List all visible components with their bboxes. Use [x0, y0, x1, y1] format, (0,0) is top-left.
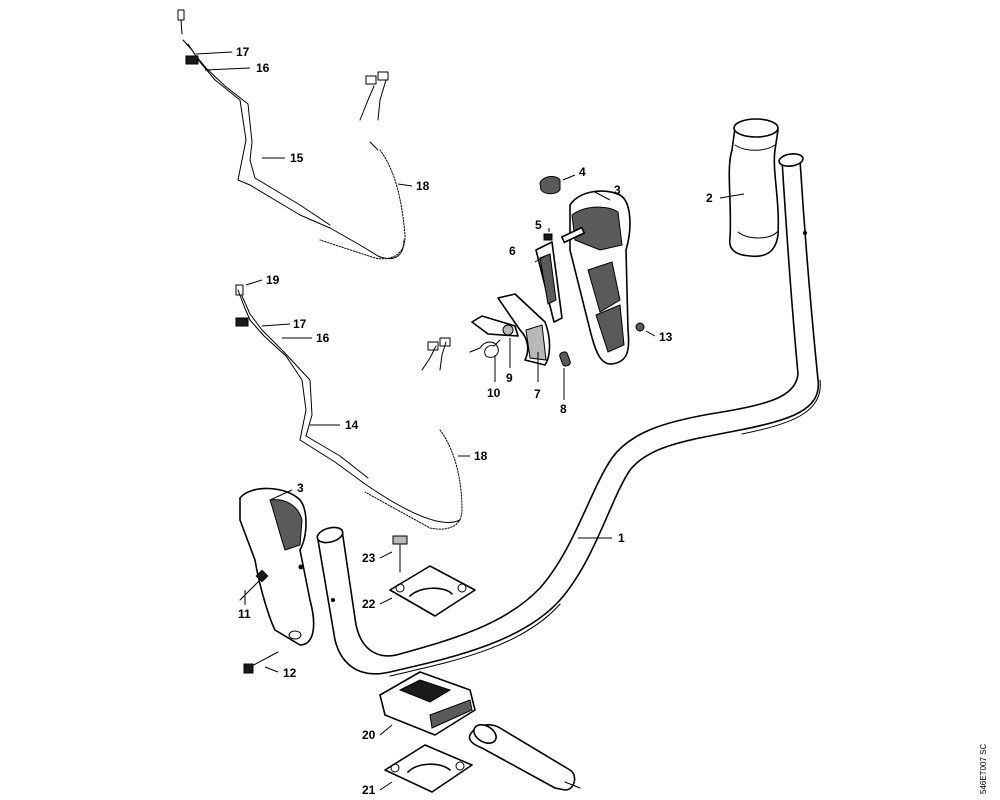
callout-22: 22 — [362, 597, 376, 611]
grip-handle[interactable] — [728, 118, 780, 258]
callout-17-upper: 17 — [236, 45, 250, 59]
callout-5: 5 — [535, 218, 542, 232]
callout-14: 14 — [345, 418, 359, 432]
callout-20: 20 — [362, 728, 376, 742]
clamp-part-21[interactable] — [384, 744, 473, 793]
callout-23: 23 — [362, 551, 376, 565]
callout-8: 8 — [560, 402, 567, 416]
callout-15: 15 — [290, 151, 304, 165]
callout-21: 21 — [362, 783, 376, 797]
callout-16-lower: 16 — [316, 331, 330, 345]
cap-nut-part-4[interactable] — [539, 175, 561, 195]
callout-6: 6 — [509, 244, 516, 258]
callout-19: 19 — [266, 273, 280, 287]
clamp-part-22[interactable] — [389, 565, 476, 617]
callout-labels: 1 2 3 3 4 5 6 7 8 9 10 11 12 13 14 15 16… — [236, 45, 713, 797]
callout-3-lower: 3 — [297, 481, 304, 495]
handlebar-tube[interactable] — [316, 152, 821, 677]
wiring-harness-part-15[interactable] — [177, 9, 405, 260]
callout-2: 2 — [706, 191, 713, 205]
torsion-spring-part-10[interactable] — [469, 339, 501, 358]
callout-9: 9 — [506, 371, 513, 385]
callout-11: 11 — [238, 607, 251, 621]
lever-arm-part-9[interactable] — [471, 315, 519, 337]
leader-lines — [195, 51, 745, 791]
drive-tube-section — [468, 724, 581, 791]
callout-13: 13 — [659, 330, 673, 344]
callout-16-upper: 16 — [256, 61, 270, 75]
wiring-harness-part-14[interactable] — [235, 284, 461, 523]
callout-3-upper: 3 — [614, 183, 621, 197]
pin-part-5[interactable] — [543, 233, 553, 241]
callout-17-lower: 17 — [293, 317, 307, 331]
callout-1: 1 — [618, 531, 625, 545]
screw-part-11[interactable] — [239, 569, 269, 601]
coiled-cable-part-18-lower[interactable] — [364, 429, 463, 530]
callout-12: 12 — [283, 666, 297, 680]
callout-10: 10 — [487, 386, 501, 400]
nut-part-13[interactable] — [635, 322, 645, 332]
screw-part-23[interactable] — [392, 535, 408, 573]
callout-18-upper: 18 — [416, 179, 430, 193]
callout-18-lower: 18 — [474, 449, 488, 463]
coiled-cable-part-18-upper[interactable] — [319, 141, 406, 260]
handle-housing-lower[interactable] — [239, 487, 315, 646]
clamp-block-part-20[interactable] — [379, 671, 476, 736]
lockout-lever-part-6[interactable] — [535, 241, 563, 323]
callout-4: 4 — [579, 165, 586, 179]
trigger-part-7[interactable] — [497, 293, 551, 366]
callout-7: 7 — [534, 387, 541, 401]
control-handle-housing-upper[interactable] — [560, 190, 631, 365]
roller-part-8[interactable] — [559, 351, 571, 367]
drawing-code: 546ET007 SC — [979, 744, 988, 794]
screw-part-12[interactable] — [243, 651, 279, 674]
